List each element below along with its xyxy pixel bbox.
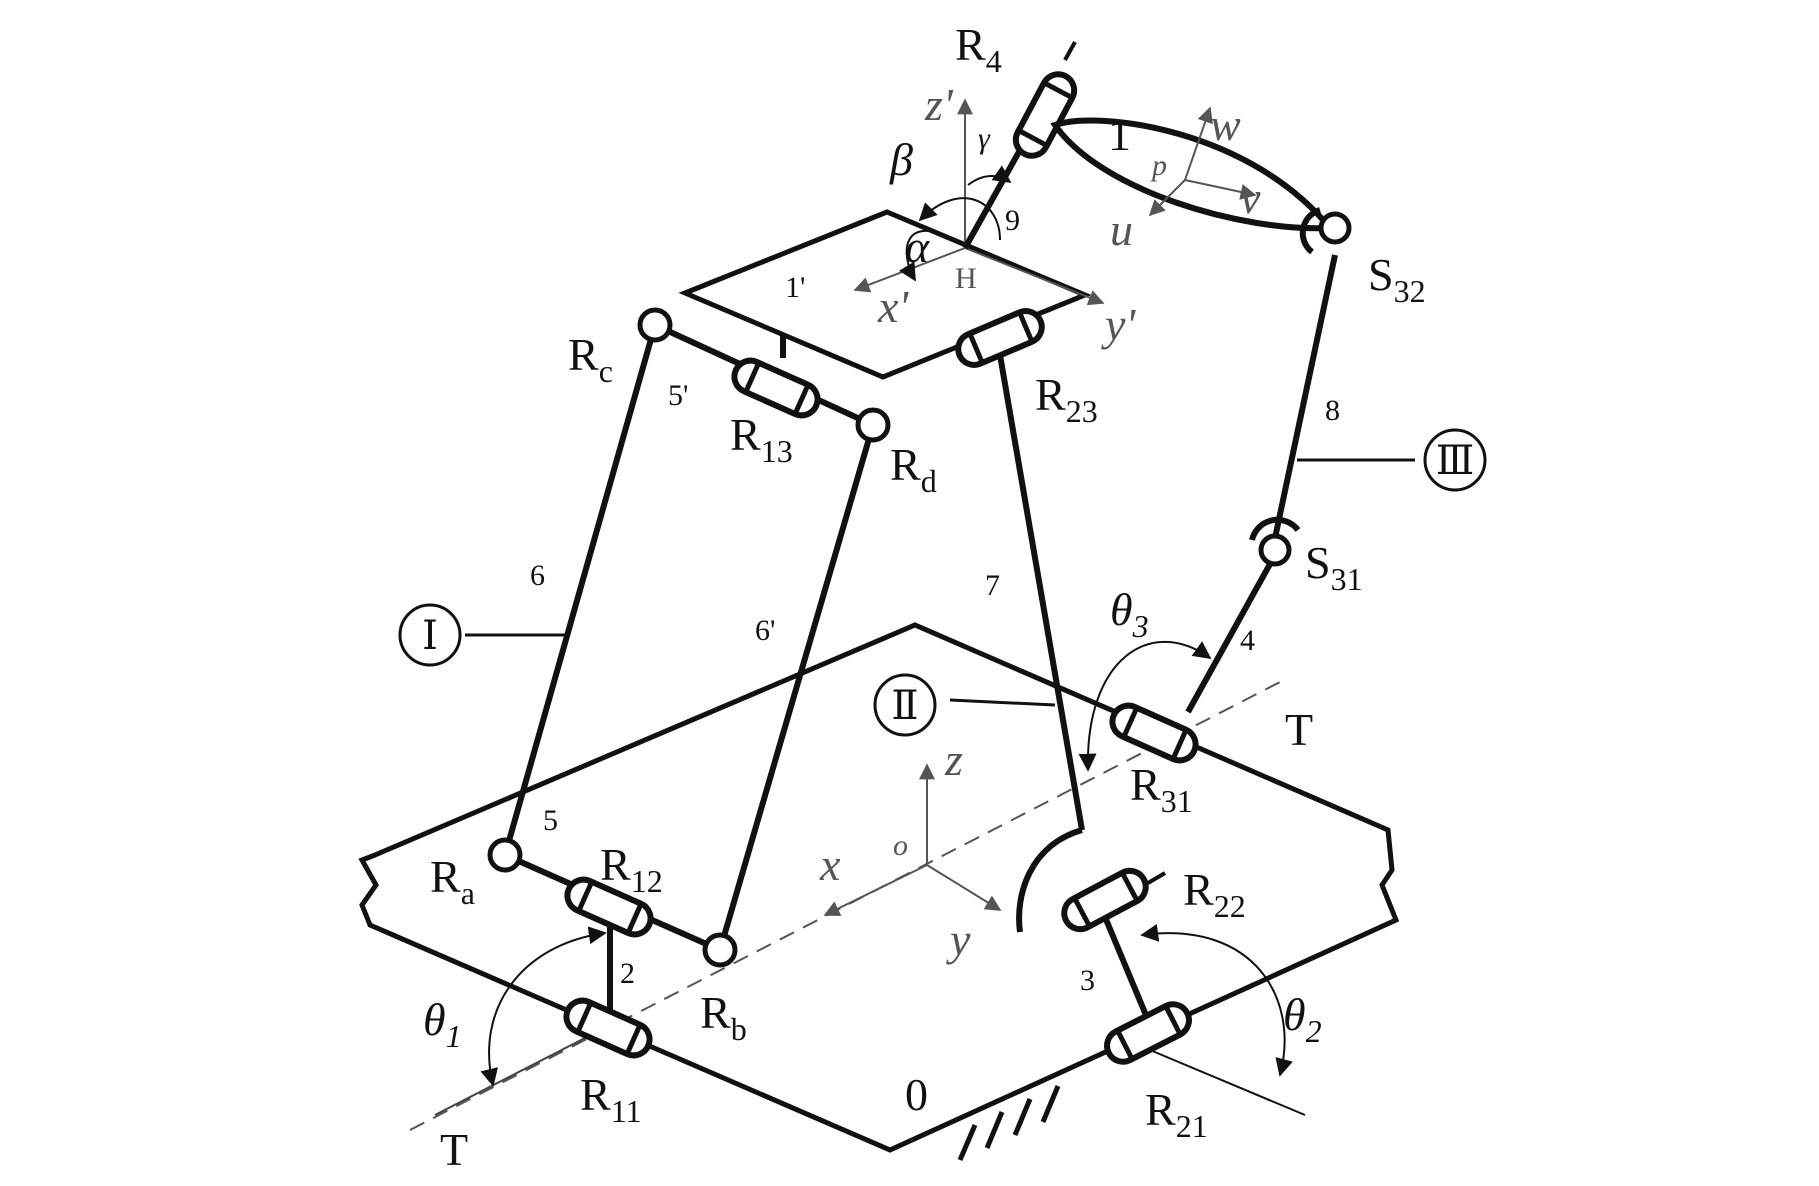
label-axis-t-bottom: T xyxy=(440,1124,468,1175)
joint-rd xyxy=(855,407,891,443)
label-rb: Rb xyxy=(700,987,747,1047)
end-effector-1 xyxy=(1050,117,1337,232)
link-7-bracket xyxy=(1016,827,1083,933)
label-s32: S32 xyxy=(1368,249,1426,309)
label-r4: R4 xyxy=(955,19,1002,79)
label-link-2: 2 xyxy=(620,957,635,990)
label-axis-v: v xyxy=(1240,172,1261,223)
label-link-8: 8 xyxy=(1325,394,1340,427)
joint-s32 xyxy=(1299,207,1352,255)
v-axis-arrow xyxy=(1184,179,1257,200)
label-angle-gamma: γ xyxy=(978,122,991,155)
w-axis-arrow xyxy=(1184,106,1213,181)
label-r31: R31 xyxy=(1130,759,1193,819)
label-angle-beta: β xyxy=(889,134,913,185)
label-axis-xp: x' xyxy=(877,281,909,332)
label-link-7: 7 xyxy=(985,569,1000,602)
svg-text:Ⅰ: Ⅰ xyxy=(422,613,438,658)
label-ra: Ra xyxy=(430,851,475,911)
chain-marker-1: Ⅰ xyxy=(398,603,462,667)
chain-2-leader xyxy=(949,698,1056,707)
label-rc: Rc xyxy=(568,329,613,389)
label-angle-theta3: θ3 xyxy=(1110,584,1149,644)
label-point-p: p xyxy=(1150,149,1167,182)
label-axis-u: u xyxy=(1110,204,1133,255)
joint-s31 xyxy=(1249,516,1301,567)
link-6-prime xyxy=(717,424,876,951)
label-link-4: 4 xyxy=(1240,624,1255,657)
ground-hatch xyxy=(957,1085,1061,1161)
label-link-0: 0 xyxy=(905,1069,928,1120)
label-point-h: H xyxy=(955,262,977,295)
label-angle-alpha: α xyxy=(905,221,930,272)
link-4 xyxy=(1185,553,1278,714)
label-angle-theta1: θ1 xyxy=(423,994,462,1054)
label-r13: R13 xyxy=(730,409,793,469)
u-axis-arrow xyxy=(1148,179,1186,217)
x-axis-arrow xyxy=(823,864,928,916)
y-axis-arrow xyxy=(926,864,1002,911)
label-axis-t-right: T xyxy=(1285,704,1313,755)
label-r11: R11 xyxy=(580,1069,642,1129)
joint-rc xyxy=(637,307,673,343)
r4-shaft xyxy=(1063,41,1077,61)
label-link-3: 3 xyxy=(1080,964,1095,997)
label-axis-yp: y' xyxy=(1101,299,1136,350)
label-r21: R21 xyxy=(1145,1084,1208,1144)
label-r12: R12 xyxy=(600,839,663,899)
label-origin-o: o xyxy=(893,829,908,862)
chain-marker-3: Ⅲ xyxy=(1423,428,1487,492)
theta2-arc xyxy=(1140,923,1293,1077)
label-axis-x: x xyxy=(819,839,841,890)
joint-ra xyxy=(487,837,523,873)
label-link-5: 5 xyxy=(543,804,558,837)
label-link-9: 9 xyxy=(1005,204,1020,237)
label-r22: R22 xyxy=(1183,864,1246,924)
label-rd: Rd xyxy=(890,439,937,499)
label-r23: R23 xyxy=(1035,369,1098,429)
gamma-arc xyxy=(967,165,1012,186)
theta1-arc xyxy=(480,926,607,1087)
link-8 xyxy=(1272,254,1338,539)
label-link-1: 1 xyxy=(1108,109,1131,160)
chain-marker-2: Ⅱ xyxy=(873,673,937,737)
link-6 xyxy=(502,324,658,856)
theta3-arc xyxy=(1078,640,1212,772)
r22-shaft xyxy=(1146,871,1167,885)
joint-rb xyxy=(702,932,738,968)
label-axis-z: z xyxy=(944,734,963,785)
svg-text:Ⅱ: Ⅱ xyxy=(891,683,918,728)
label-axis-w: w xyxy=(1210,99,1241,150)
label-axis-y: y xyxy=(946,914,971,965)
label-link-1p: 1' xyxy=(785,271,805,304)
link-3 xyxy=(1102,915,1151,1022)
joint-r21 xyxy=(1102,999,1195,1067)
label-link-6: 6 xyxy=(530,559,545,592)
alpha-arc xyxy=(898,229,961,282)
link-7 xyxy=(997,354,1085,831)
r4-joint-cylinder xyxy=(1010,69,1080,162)
svg-text:Ⅲ: Ⅲ xyxy=(1436,438,1475,483)
yp-axis-arrow xyxy=(964,247,1105,306)
label-link-5p: 5' xyxy=(668,379,688,412)
label-axis-zp: z' xyxy=(924,79,954,130)
beta-arc xyxy=(918,197,1001,241)
label-s31: S31 xyxy=(1305,537,1363,597)
label-angle-theta2: θ2 xyxy=(1283,989,1322,1049)
label-link-6p: 6' xyxy=(755,614,775,647)
